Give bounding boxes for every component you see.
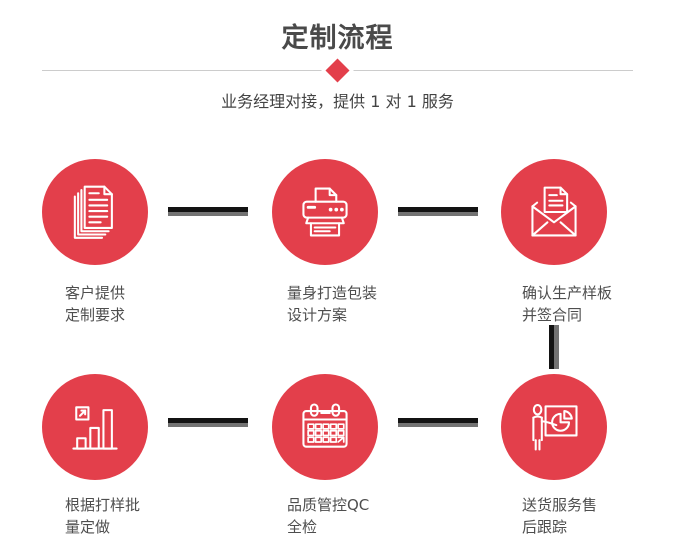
stage-label-line: 后跟踪 xyxy=(522,518,568,536)
stage-circle-6 xyxy=(501,374,607,480)
stage-circle-3 xyxy=(501,159,607,265)
calendar-qc-icon xyxy=(302,403,348,448)
page-title: 定制流程 xyxy=(281,23,394,54)
stage-label-line: 送货服务售 xyxy=(522,496,598,514)
stage-label-line: 定制要求 xyxy=(65,306,126,324)
stage-label-1: 客户提供 定制要求 xyxy=(65,282,125,326)
bar-chart-icon xyxy=(72,406,118,450)
printer-icon xyxy=(302,187,348,237)
stage-label-line: 量定做 xyxy=(65,518,111,536)
stage-label-6: 送货服务售 后跟踪 xyxy=(522,494,597,538)
stage-circle-5 xyxy=(272,374,378,480)
documents-icon xyxy=(73,185,113,239)
stage-label-line: 全检 xyxy=(287,518,318,536)
connector-stage4-stage5 xyxy=(168,418,248,427)
stage-label-line: 确认生产样板 xyxy=(522,284,613,302)
stage-label-line: 客户提供 xyxy=(65,284,126,302)
diamond-accent-icon xyxy=(325,58,350,83)
stage-label-line: 品质管控QC xyxy=(287,496,370,514)
stage-label-line: 并签合同 xyxy=(522,306,583,324)
connector-stage2-stage3 xyxy=(398,207,478,216)
stage-label-line: 设计方案 xyxy=(287,306,348,324)
stage-label-5: 品质管控QC 全检 xyxy=(287,494,369,538)
connector-stage3-stage6 xyxy=(549,325,559,369)
stage-label-2: 量身打造包装 设计方案 xyxy=(287,282,377,326)
stage-label-line: 量身打造包装 xyxy=(287,284,378,302)
stage-circle-4 xyxy=(42,374,148,480)
presentation-icon xyxy=(532,403,578,451)
connector-stage5-stage6 xyxy=(398,418,478,427)
stage-circle-1 xyxy=(42,159,148,265)
stage-label-4: 根据打样批 量定做 xyxy=(65,494,140,538)
envelope-letter-icon xyxy=(531,186,577,237)
stage-label-line: 根据打样批 xyxy=(65,496,141,514)
page-subtitle: 业务经理对接，提供 1 对 1 服务 xyxy=(221,92,454,111)
stage-circle-2 xyxy=(272,159,378,265)
stage-label-3: 确认生产样板 并签合同 xyxy=(522,282,612,326)
connector-stage1-stage2 xyxy=(168,207,248,216)
